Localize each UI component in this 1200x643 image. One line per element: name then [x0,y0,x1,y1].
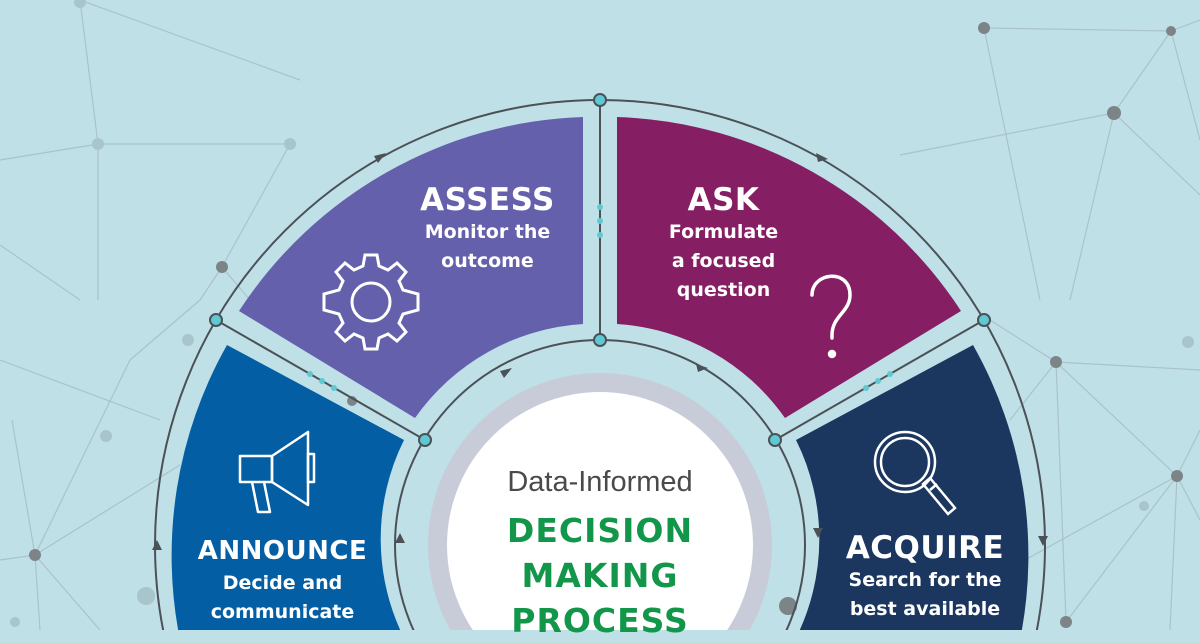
step-announce: ANNOUNCE Decide and communicate [190,533,375,627]
step-title: ANNOUNCE [197,536,368,566]
step-title: ASK [687,182,760,218]
step-title: ACQUIRE [845,530,1005,566]
segment-assess[interactable] [239,117,583,418]
center-title-line: MAKING [521,556,679,595]
center-pretitle: Data-Informed [507,466,693,498]
network-background [0,0,1200,630]
step-desc-line: outcome [441,250,534,272]
magnifier-icon [873,430,957,516]
megaphone-icon [238,430,316,514]
question-mark-icon [810,274,852,359]
step-desc-line: communicate [210,601,355,623]
step-ask: ASK Formulate a focused question [636,182,811,305]
step-acquire: ACQUIRE Search for the best available [830,530,1020,624]
step-title: ASSESS [420,182,555,218]
step-desc-line: a focused [671,250,776,272]
center-disc [447,392,753,630]
cycle-segments [171,117,1029,630]
step-desc-line: Formulate [668,221,779,243]
network-nodes [10,0,1194,628]
center-title-line: PROCESS [511,601,689,640]
connector-dots [307,204,893,391]
step-desc-line: Search for the [848,569,1002,591]
connector-nodes [209,93,991,447]
center-title-line: DECISION [506,511,694,550]
segment-ask[interactable] [617,117,961,418]
step-desc-line: Decide and [222,572,343,594]
step-assess: ASSESS Monitor the outcome [400,182,575,276]
direction-arrows [152,153,1048,550]
step-desc-line: Monitor the [424,221,551,243]
segment-acquire[interactable] [795,345,1029,630]
step-desc-line: best available [849,598,1001,620]
diagram-canvas [0,0,1200,630]
step-desc-line: question [676,279,771,301]
segment-announce[interactable] [171,345,405,630]
center-title: DECISION MAKING PROCESS [450,508,750,643]
gear-icon [322,253,420,351]
